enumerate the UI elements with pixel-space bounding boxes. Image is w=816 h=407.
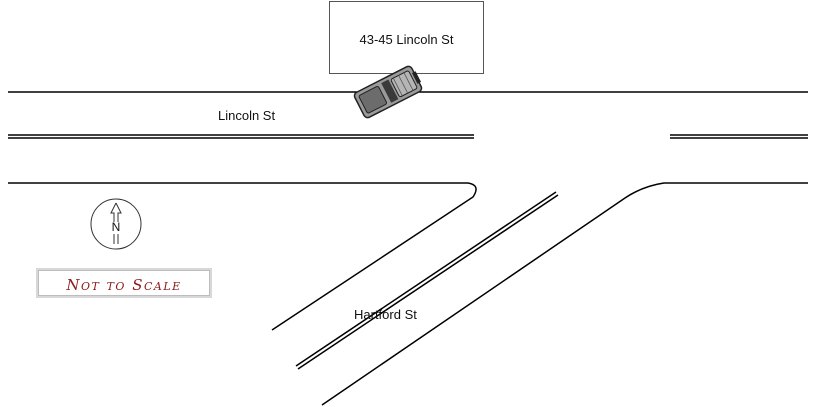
not-to-scale-label: Not to Scale xyxy=(66,276,182,294)
hartford-centerline-a xyxy=(295,191,557,367)
not-to-scale-box: Not to Scale xyxy=(36,268,212,298)
lincoln-st-label: Lincoln St xyxy=(218,108,276,123)
building-label: 43-45 Lincoln St xyxy=(359,32,454,47)
south-curb-east xyxy=(321,182,808,406)
south-curb-west xyxy=(8,182,477,331)
pickup-truck-icon xyxy=(353,65,423,119)
north-arrow-icon: N xyxy=(90,198,142,250)
compass-circle xyxy=(90,198,142,250)
building-43-45-lincoln: 43-45 Lincoln St xyxy=(329,1,484,74)
hartford-st-label: Hartford St xyxy=(354,307,417,322)
hartford-centerline-b xyxy=(297,194,559,370)
compass-north-letter: N xyxy=(111,220,121,234)
